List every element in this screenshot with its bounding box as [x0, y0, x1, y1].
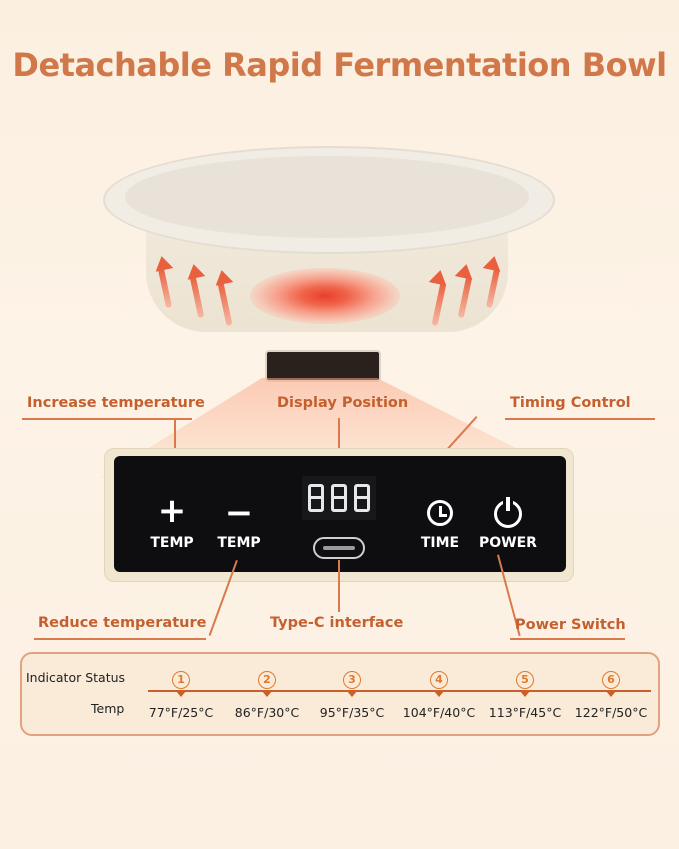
- temp-row-label: Temp: [91, 701, 125, 716]
- level-marker: [262, 691, 272, 697]
- label-increase-temperature: Increase temperature: [27, 395, 205, 411]
- level-temperature: 77°F/25°C: [148, 705, 214, 720]
- segment-display-icon: [302, 476, 376, 520]
- level-temperature: 113°F/45°C: [488, 705, 562, 720]
- callout-line: [338, 560, 340, 612]
- temp-up-label: TEMP: [150, 535, 194, 551]
- usb-c-port-icon: [313, 537, 365, 559]
- temp-down-label: TEMP: [217, 535, 261, 551]
- minus-icon[interactable]: −: [224, 493, 254, 533]
- callout-line: [510, 638, 625, 640]
- level-temperature: 104°F/40°C: [402, 705, 476, 720]
- level-marker: [434, 691, 444, 697]
- power-icon[interactable]: [494, 497, 522, 528]
- level-marker: [347, 691, 357, 697]
- level-temperature: 95°F/35°C: [319, 705, 385, 720]
- indicator-status-label: Indicator Status: [26, 670, 126, 685]
- fermentation-bowl-image: [0, 120, 679, 390]
- label-timing-control: Timing Control: [510, 395, 631, 411]
- indicator-table: [20, 652, 660, 736]
- level-number-icon: 3: [343, 671, 361, 689]
- callout-line: [34, 638, 206, 640]
- label-display-position: Display Position: [277, 395, 409, 411]
- indicator-timeline: [148, 690, 651, 692]
- label-power-switch: Power Switch: [515, 617, 626, 633]
- heat-glow: [250, 268, 400, 324]
- page-title: Detachable Rapid Fermentation Bowl: [12, 46, 667, 84]
- callout-line: [505, 418, 655, 420]
- level-marker: [176, 691, 186, 697]
- level-number-icon: 6: [602, 671, 620, 689]
- clock-icon[interactable]: [427, 500, 453, 526]
- plus-icon[interactable]: +: [157, 491, 187, 531]
- bowl-control-panel: [265, 350, 381, 382]
- level-marker: [606, 691, 616, 697]
- level-temperature: 122°F/50°C: [574, 705, 648, 720]
- level-number-icon: 4: [430, 671, 448, 689]
- level-marker: [520, 691, 530, 697]
- level-number-icon: 2: [258, 671, 276, 689]
- time-label: TIME: [420, 535, 460, 551]
- label-type-c-interface: Type-C interface: [270, 615, 404, 631]
- bowl-interior: [125, 156, 529, 238]
- level-number-icon: 5: [516, 671, 534, 689]
- label-reduce-temperature: Reduce temperature: [38, 615, 207, 631]
- level-number-icon: 1: [172, 671, 190, 689]
- callout-line: [22, 418, 192, 420]
- power-label: POWER: [479, 535, 537, 551]
- level-temperature: 86°F/30°C: [234, 705, 300, 720]
